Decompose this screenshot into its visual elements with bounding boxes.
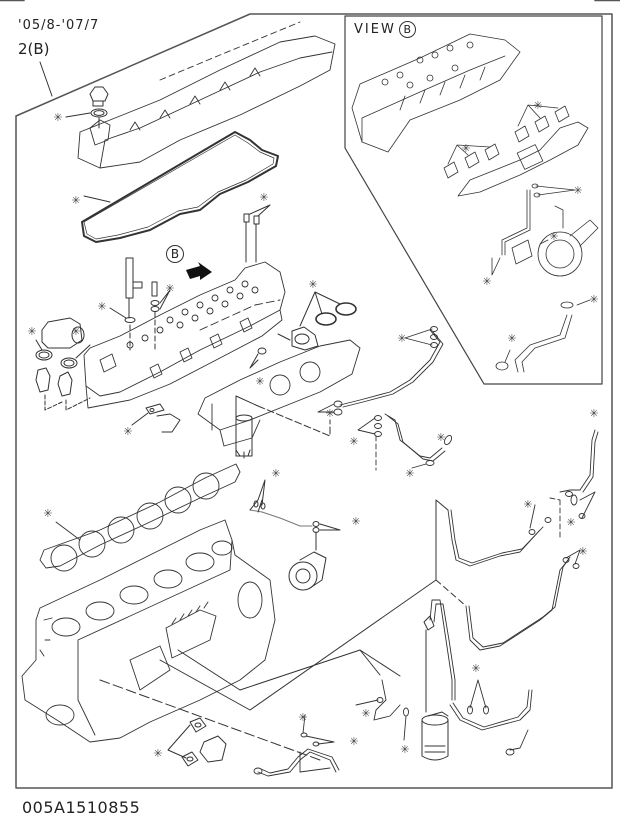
drawing-number: 005A1510855 [22, 798, 141, 817]
thermostat-housing [41, 317, 85, 349]
water-pump-gaskets [167, 717, 227, 767]
overflow-pipe [249, 479, 313, 527]
asterisk-marker: ✳ [27, 325, 36, 338]
view-b-box [344, 15, 603, 385]
asterisk-marker: ✳ [397, 332, 406, 345]
asterisk-marker: ✳ [573, 184, 582, 197]
asterisk-marker: ✳ [308, 278, 317, 291]
asterisk-marker: ✳ [123, 425, 132, 438]
view-b-leaders [491, 239, 549, 363]
injector-o-rings [150, 281, 171, 351]
view-b-turbocharger [511, 205, 599, 277]
intake-manifold [197, 339, 361, 447]
head-gasket [39, 463, 241, 572]
fuel-pipe-upper [317, 326, 444, 416]
thermostats [35, 367, 91, 411]
view-b-exhaust-gaskets [443, 104, 570, 179]
leak-off-pipe [253, 714, 340, 777]
reference-leader [39, 61, 53, 97]
asterisk-marker: ✳ [566, 516, 575, 529]
feed-pump [288, 521, 341, 591]
asterisk-marker: ✳ [298, 711, 307, 724]
asterisk-marker: ✳ [259, 191, 268, 204]
asterisk-marker: ✳ [578, 545, 587, 558]
asterisk-marker: ✳ [400, 743, 409, 756]
asterisk-marker: ✳ [507, 332, 516, 345]
asterisk-marker: ✳ [523, 498, 532, 511]
fuel-return-pipe [429, 599, 533, 756]
view-b-turbo-drain [495, 299, 591, 373]
asterisk-marker: ✳ [71, 194, 80, 207]
fuel-injection-pipes [447, 429, 599, 651]
asterisk-marker: ✳ [271, 467, 280, 480]
asterisk-marker: ✳ [351, 515, 360, 528]
water-outlet-gasket [131, 403, 181, 433]
asterisk-marker: ✳ [589, 407, 598, 420]
asterisk-marker: ✳ [165, 282, 174, 295]
asterisk-marker: ✳ [533, 99, 542, 112]
oil-filler-cap [89, 86, 109, 107]
asterisk-marker: ✳ [549, 230, 558, 243]
view-b-callout: B [166, 245, 184, 263]
fuel-pipe-middle [357, 413, 453, 471]
injection-pump [129, 601, 217, 691]
asterisk-marker: ✳ [349, 735, 358, 748]
date-range-label: '05/8-'07/7 [18, 18, 100, 33]
view-title-text: VIEW [354, 22, 396, 37]
oil-filler-seal [65, 108, 108, 129]
asterisk-marker: ✳ [153, 747, 162, 760]
asterisk-marker: ✳ [589, 293, 598, 306]
cylinder-block [21, 519, 276, 743]
asterisk-marker: ✳ [53, 111, 62, 124]
asterisk-marker: ✳ [43, 507, 52, 520]
view-b-oil-pipe [501, 183, 576, 256]
oil-filter-head [235, 395, 331, 459]
asterisk-marker: ✳ [71, 325, 80, 338]
injector-washer [109, 307, 136, 351]
injector [125, 257, 143, 319]
rocker-cover-gasket [81, 131, 279, 243]
asterisk-marker: ✳ [405, 467, 414, 480]
manifold-stud-nut [249, 347, 267, 369]
rocker-cover [77, 21, 336, 169]
intake-gaskets-o-rings [277, 291, 357, 351]
cylinder-head [83, 261, 286, 409]
asterisk-marker: ✳ [482, 275, 491, 288]
view-b-exhaust-manifold [457, 121, 589, 197]
asterisk-marker: ✳ [471, 662, 480, 675]
asterisk-marker: ✳ [255, 375, 264, 388]
view-b-callout-circle: B [398, 21, 416, 38]
thermostat-seals [35, 339, 91, 369]
asterisk-marker: ✳ [436, 431, 445, 444]
asterisk-marker: ✳ [349, 435, 358, 448]
main-frame [15, 13, 613, 789]
view-direction-arrow [186, 262, 212, 280]
asterisk-marker: ✳ [97, 300, 106, 313]
asterisk-marker-group: ✳ ✳ ✳ ✳ ✳ ✳ ✳ ✳ ✳ ✳ ✳ ✳ ✳ ✳ ✳ ✳ ✳ ✳ ✳ ✳ ✳ ✳ ✳ ✳ ✳ ✳ ✳ ✳ ✳ ✳ ✳ ✳ ✳ ✳ ✳ [27, 99, 598, 760]
asterisk-marker: ✳ [461, 142, 470, 155]
pipe-leaders [99, 499, 467, 761]
reference-label: 2(B) [18, 40, 50, 58]
view-b-cylinder-head [351, 33, 521, 153]
stud-washers [243, 204, 271, 263]
asterisk-marker: ✳ [361, 707, 370, 720]
asterisk-marker: ✳ [325, 407, 334, 420]
feed-line [355, 679, 409, 741]
fuel-filter [421, 615, 449, 761]
